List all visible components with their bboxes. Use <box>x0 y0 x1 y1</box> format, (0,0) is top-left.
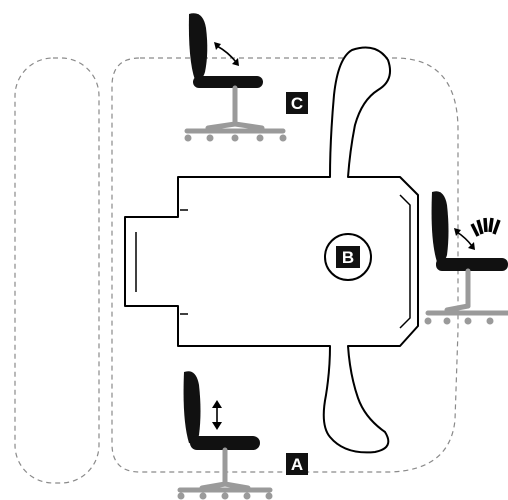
backrest-tilt-arrow-icon <box>214 42 239 66</box>
label-c-text: C <box>291 94 303 113</box>
chair-c <box>184 13 287 142</box>
label-a: A <box>286 453 308 475</box>
desk-inner-edge <box>135 194 411 329</box>
label-b: B <box>324 233 372 281</box>
recline-fan-icon <box>470 217 501 237</box>
chair-a <box>177 371 273 500</box>
label-c: C <box>286 92 308 114</box>
label-a-text: A <box>291 455 303 474</box>
chair-b <box>424 191 508 325</box>
desk-outline <box>124 46 419 454</box>
height-adjust-arrow-icon <box>212 400 222 430</box>
recline-arrow-icon <box>454 228 475 250</box>
label-b-text: B <box>342 248 354 267</box>
dashed-zone-left <box>14 57 100 484</box>
